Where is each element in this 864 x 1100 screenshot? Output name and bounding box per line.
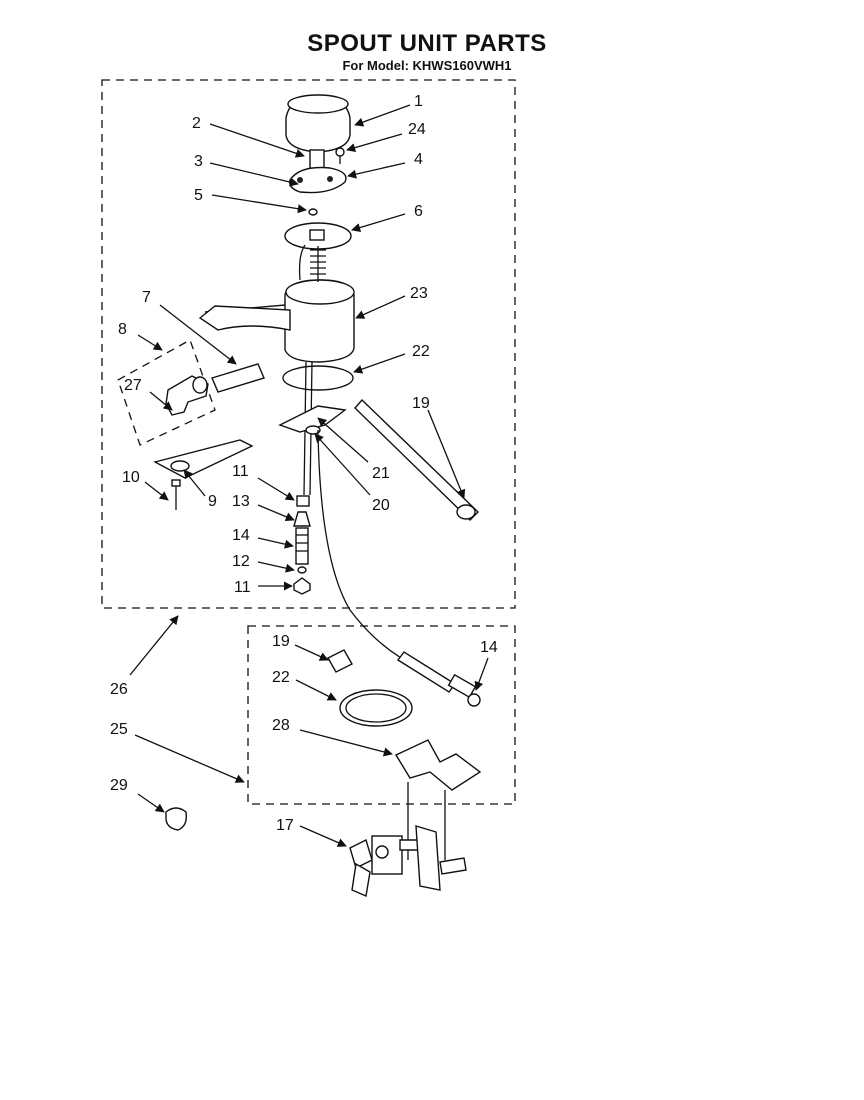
callout-label: 19 <box>412 395 430 412</box>
screw-part <box>335 147 345 164</box>
elbow-part <box>165 375 209 416</box>
callout-label: 4 <box>414 151 423 168</box>
short-tube-part <box>211 363 265 393</box>
callout-label: 6 <box>414 203 423 220</box>
callout-label: 5 <box>194 187 203 204</box>
callout-label: 3 <box>194 153 203 170</box>
kit-cap-part <box>327 649 353 673</box>
tube-part <box>354 398 479 521</box>
clip-part <box>165 807 188 831</box>
hose-kit-box <box>247 625 516 805</box>
elbow-kit-box <box>117 339 216 446</box>
callout-label: 17 <box>276 817 294 834</box>
valve-part <box>349 825 467 897</box>
callout-label: 1 <box>414 93 423 110</box>
callout-label: 21 <box>372 465 390 482</box>
callout-label: 27 <box>124 377 142 394</box>
model-subtitle: For Model: KHWS160VWH1 <box>342 58 512 73</box>
leader-lines <box>129 104 489 847</box>
callout-label: 13 <box>232 493 250 510</box>
callout-label: 7 <box>142 289 151 306</box>
callout-label: 12 <box>232 553 250 570</box>
mounting-plate-part <box>284 222 352 250</box>
kit-o-ring-part <box>339 689 413 727</box>
callout-label: 14 <box>480 639 498 656</box>
callout-label: 2 <box>192 115 201 132</box>
page-title: SPOUT UNIT PARTS <box>307 30 547 57</box>
bracket-part <box>278 405 347 435</box>
callout-label: 28 <box>272 717 290 734</box>
hose-end-part <box>396 651 481 707</box>
lever-plate-part <box>289 149 347 194</box>
hose-line <box>317 429 421 669</box>
washer-plate-part <box>153 439 254 510</box>
fitting-stack-part <box>293 495 311 595</box>
callout-label: 11 <box>234 579 251 596</box>
callout-label: 22 <box>272 669 290 686</box>
callout-label: 20 <box>372 497 390 514</box>
small-washer-part <box>308 208 318 216</box>
callout-labels: 1 2 24 3 4 5 6 7 23 8 22 27 19 21 10 9 1… <box>110 93 498 834</box>
callout-label: 19 <box>272 633 290 650</box>
callout-label: 14 <box>232 527 250 544</box>
spout-assembly-box <box>101 79 516 609</box>
callout-label: 24 <box>408 121 426 138</box>
callout-label: 25 <box>110 721 128 738</box>
callout-label: 26 <box>110 681 128 698</box>
callout-label: 23 <box>410 285 428 302</box>
callout-label: 9 <box>208 493 217 510</box>
callout-label: 10 <box>122 469 140 486</box>
callout-label: 8 <box>118 321 127 338</box>
spout-body-part <box>198 244 355 363</box>
callout-label: 22 <box>412 343 430 360</box>
callout-label: 11 <box>232 463 249 480</box>
kit-bracket-part <box>394 739 482 791</box>
o-ring-part <box>282 365 354 391</box>
cap-part <box>285 94 351 153</box>
callout-label: 29 <box>110 777 128 794</box>
